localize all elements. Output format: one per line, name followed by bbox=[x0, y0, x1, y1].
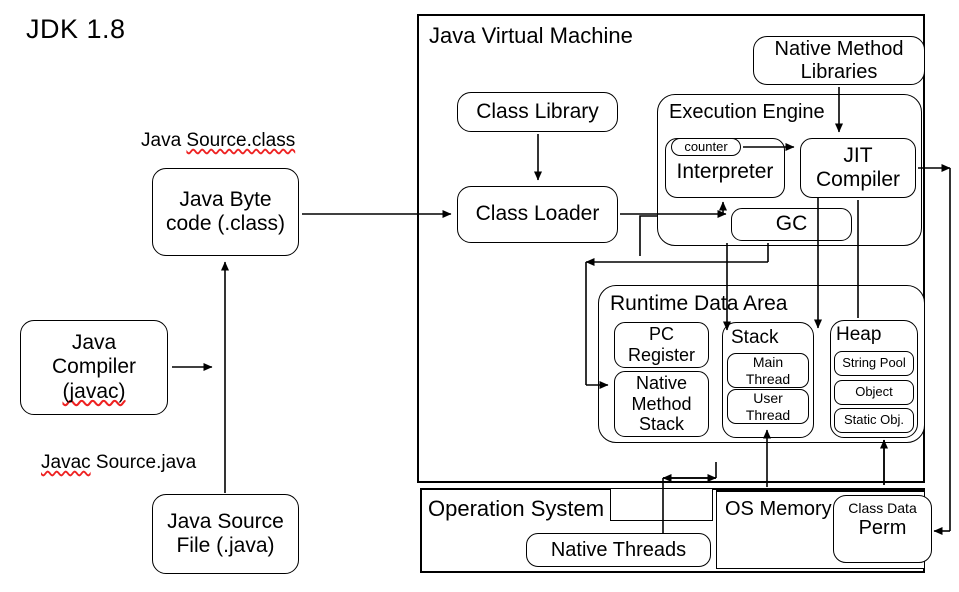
box-heap-string-pool[interactable]: String Pool bbox=[834, 351, 914, 376]
nms-line-3: Stack bbox=[638, 414, 684, 435]
perm-class-data-label: Class Data bbox=[848, 500, 917, 516]
box-java-bytecode[interactable]: Java Byte code (.class) bbox=[152, 168, 299, 256]
source-file-line-1: Java Source bbox=[167, 509, 284, 533]
heap-title: Heap bbox=[836, 324, 882, 345]
compiler-line-2: Compiler bbox=[51, 355, 137, 379]
box-java-compiler[interactable]: Java Compiler (javac) bbox=[20, 320, 168, 415]
box-heap-static-obj[interactable]: Static Obj. bbox=[834, 408, 914, 433]
jit-compiler-text: JIT Compiler bbox=[816, 144, 900, 192]
nml-line-2: Libraries bbox=[800, 60, 878, 83]
box-gc[interactable]: GC bbox=[731, 208, 852, 241]
box-counter[interactable]: counter bbox=[671, 138, 741, 156]
native-method-libraries-text: Native Method Libraries bbox=[775, 38, 904, 84]
main-thread-text: Main Thread bbox=[746, 354, 790, 386]
box-java-source-file-text: Java Source File (.java) bbox=[167, 510, 284, 558]
compiler-line-3: (javac) bbox=[52, 380, 136, 404]
main-thread-line-2: Thread bbox=[745, 370, 791, 387]
box-class-loader[interactable]: Class Loader bbox=[457, 186, 618, 243]
stack-title: Stack bbox=[731, 327, 779, 348]
source-caption-plain: Source.java bbox=[90, 452, 197, 473]
interpreter-label: Interpreter bbox=[676, 159, 774, 183]
source-file-line-2: File (.java) bbox=[176, 534, 275, 557]
os-empty-slot bbox=[610, 488, 713, 521]
bytecode-caption-spellchecked: Source.class bbox=[186, 130, 296, 151]
perm-label: Perm bbox=[858, 517, 907, 540]
bytecode-caption: Java Source.class bbox=[141, 130, 295, 151]
box-native-method-libraries[interactable]: Native Method Libraries bbox=[753, 36, 925, 85]
compiler-javac: (javac) bbox=[62, 379, 126, 403]
bytecode-line-1: Java Byte bbox=[179, 187, 272, 211]
jvm-title: Java Virtual Machine bbox=[429, 23, 633, 48]
box-java-source-file[interactable]: Java Source File (.java) bbox=[152, 494, 299, 574]
box-jit-compiler[interactable]: JIT Compiler bbox=[800, 138, 916, 198]
pc-register-text: PC Register bbox=[628, 324, 695, 365]
box-main-thread[interactable]: Main Thread bbox=[727, 353, 809, 388]
box-user-thread[interactable]: User Thread bbox=[727, 389, 809, 424]
box-java-compiler-text: Java Compiler (javac) bbox=[52, 331, 136, 403]
native-method-stack-text: Native Method Stack bbox=[631, 373, 691, 435]
box-class-library[interactable]: Class Library bbox=[457, 92, 618, 132]
box-native-threads[interactable]: Native Threads bbox=[526, 533, 711, 567]
nml-line-1: Native Method bbox=[774, 37, 904, 60]
box-perm[interactable]: Class Data Perm bbox=[833, 495, 932, 563]
nms-line-1: Native bbox=[635, 372, 687, 393]
jit-line-2: Compiler bbox=[815, 168, 901, 191]
main-thread-line-1: Main bbox=[752, 354, 784, 371]
box-java-bytecode-text: Java Byte code (.class) bbox=[166, 188, 285, 236]
os-title: Operation System bbox=[428, 496, 605, 521]
source-caption-spellchecked: Javac bbox=[41, 452, 91, 473]
compiler-line-1: Java bbox=[71, 331, 117, 355]
bytecode-caption-plain: Java bbox=[141, 130, 187, 151]
nms-line-2: Method bbox=[631, 393, 692, 414]
user-thread-line-1: User bbox=[753, 390, 783, 407]
box-heap-object[interactable]: Object bbox=[834, 380, 914, 405]
pc-line-2: Register bbox=[627, 345, 696, 365]
page-title: JDK 1.8 bbox=[26, 14, 126, 44]
user-thread-text: User Thread bbox=[746, 390, 790, 422]
source-caption: Javac Source.java bbox=[41, 452, 196, 473]
execution-engine-title: Execution Engine bbox=[669, 101, 825, 123]
runtime-data-area-title: Runtime Data Area bbox=[610, 292, 788, 315]
box-pc-register[interactable]: PC Register bbox=[614, 322, 709, 368]
os-memory-title: OS Memory bbox=[725, 498, 832, 520]
user-thread-line-2: Thread bbox=[745, 406, 791, 423]
box-native-method-stack[interactable]: Native Method Stack bbox=[614, 371, 709, 437]
jit-line-1: JIT bbox=[843, 143, 873, 167]
bytecode-line-2: code (.class) bbox=[165, 212, 286, 235]
pc-line-1: PC bbox=[648, 324, 674, 345]
